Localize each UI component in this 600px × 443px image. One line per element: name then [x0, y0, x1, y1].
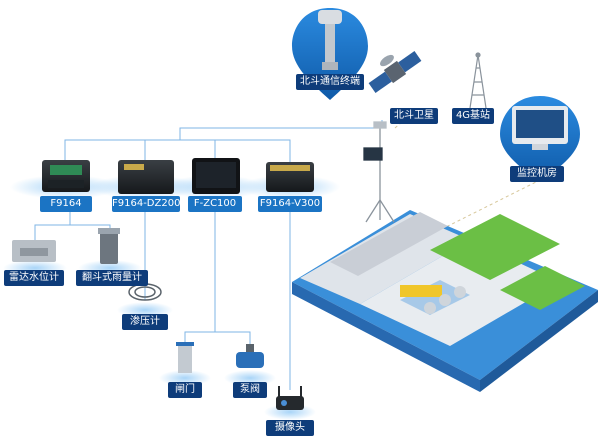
- monitor-room-label: 监控机房: [510, 166, 564, 182]
- device-label-fzc100: F-ZC100: [188, 196, 242, 212]
- link-to-terminal-line: [179, 120, 383, 140]
- radar-level-label: 雷达水位计: [4, 270, 64, 286]
- device-fzc100: [192, 158, 240, 194]
- gate-label: 闸门: [168, 382, 202, 398]
- grass-area: [430, 214, 560, 280]
- beidou-satellite-label: 北斗卫星: [390, 108, 438, 124]
- rain-gauge-label: 翻斗式雨量计: [76, 270, 148, 286]
- radar-level-sensor: [12, 240, 56, 262]
- base-station-4g-label: 4G基站: [452, 108, 494, 124]
- rain-gauge-sensor: [98, 228, 120, 264]
- beidou-terminal-label: 北斗通信终端: [296, 74, 364, 90]
- device-f9164-v300: [266, 162, 314, 192]
- device-f9164: [42, 160, 90, 192]
- monitor-room-pin: [500, 96, 580, 182]
- device-label-f9164-dz200: F9164-DZ200: [112, 196, 180, 212]
- reservoir-scene: [292, 210, 598, 392]
- camera-icon: [276, 386, 304, 410]
- pump-valve-sensor: [236, 344, 264, 368]
- weather-station-icon: [363, 121, 395, 223]
- gate-sensor: [176, 342, 194, 373]
- device-f9164-dz200: [118, 160, 174, 194]
- gate-pump-line: [184, 205, 251, 345]
- device-label-f9164-v300: F9164-V300: [258, 196, 322, 212]
- pump-valve-label: 泵阀: [233, 382, 267, 398]
- satellite-icon: [368, 51, 422, 93]
- antenna-icon: [318, 10, 342, 24]
- device-label-f9164: F9164: [40, 196, 92, 212]
- piezometer-label: 渗压计: [122, 314, 168, 330]
- cell-tower-icon: [469, 52, 487, 109]
- top-bus-line: [64, 139, 291, 165]
- camera-label: 摄像头: [266, 420, 314, 436]
- wireless-links: [394, 114, 541, 241]
- dam-wall: [330, 212, 448, 276]
